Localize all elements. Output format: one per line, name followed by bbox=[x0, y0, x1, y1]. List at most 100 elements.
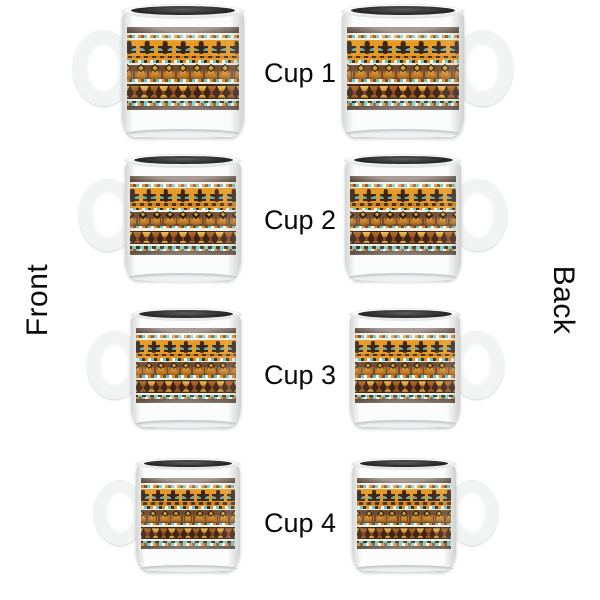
pattern-band bbox=[127, 84, 239, 99]
mug-base bbox=[356, 565, 453, 572]
mug-back-view[interactable] bbox=[341, 4, 520, 138]
drum-motif bbox=[456, 85, 459, 98]
pattern-band bbox=[130, 251, 236, 255]
figure-motif bbox=[382, 64, 396, 79]
drum-motif bbox=[232, 528, 235, 539]
drum-motif bbox=[444, 232, 453, 244]
mask-motif bbox=[210, 340, 226, 354]
mask-motif bbox=[130, 188, 141, 203]
figure-motif bbox=[136, 361, 142, 375]
figure-motif bbox=[203, 211, 216, 226]
drum-motif bbox=[206, 232, 215, 244]
drum-motif bbox=[200, 528, 208, 539]
figure-motif bbox=[137, 211, 150, 226]
mug-body bbox=[342, 10, 464, 137]
mask-motif bbox=[412, 40, 430, 56]
mask-motif bbox=[225, 188, 236, 203]
mug-base bbox=[346, 129, 459, 138]
mask-motif bbox=[442, 489, 451, 502]
figure-motif bbox=[206, 509, 217, 523]
mug-front-view[interactable] bbox=[88, 458, 241, 572]
drum-motif bbox=[184, 528, 192, 539]
mug-body bbox=[352, 463, 456, 571]
drum-motif bbox=[168, 528, 176, 539]
figure-motif bbox=[387, 361, 398, 375]
figure-motif bbox=[355, 64, 368, 79]
mug-interior bbox=[131, 6, 235, 15]
mask-motif bbox=[378, 188, 395, 203]
mask-motif bbox=[358, 40, 376, 56]
mug-row: Cup 4 bbox=[0, 455, 600, 581]
drum-motif bbox=[409, 381, 418, 392]
mug-row: Cup 1 bbox=[0, 2, 600, 150]
mug-body bbox=[125, 160, 241, 280]
mug-back-view[interactable] bbox=[344, 154, 514, 282]
figure-motif bbox=[370, 211, 383, 226]
figure-motif bbox=[398, 509, 410, 523]
figure-motif bbox=[410, 211, 422, 226]
figure-motif bbox=[182, 509, 194, 523]
figure-motif bbox=[449, 211, 456, 226]
mug-interior bbox=[144, 460, 232, 467]
mask-motif bbox=[162, 340, 178, 354]
figure-motif bbox=[412, 361, 423, 375]
pattern-band bbox=[136, 361, 236, 376]
figure-motif bbox=[375, 509, 386, 523]
drum-motif bbox=[446, 85, 456, 98]
drum-motif bbox=[392, 381, 401, 392]
mug-base bbox=[126, 129, 239, 138]
figure-motif bbox=[399, 361, 411, 375]
figure-motif bbox=[452, 64, 459, 79]
mug-front-view[interactable] bbox=[80, 308, 242, 428]
drum-motif bbox=[236, 85, 239, 98]
pattern-wrap bbox=[357, 478, 451, 549]
mug-back-view[interactable] bbox=[351, 458, 504, 572]
drum-motif bbox=[375, 381, 384, 392]
mug-body bbox=[131, 313, 241, 427]
mask-motif bbox=[347, 40, 358, 56]
drum-motif bbox=[416, 232, 426, 244]
figure-motif bbox=[396, 64, 410, 79]
figure-motif bbox=[436, 211, 449, 226]
pattern-band bbox=[355, 399, 455, 403]
mask-motif bbox=[430, 40, 448, 56]
mask-motif bbox=[194, 340, 210, 354]
figure-motif bbox=[424, 361, 436, 375]
drum-motif bbox=[350, 85, 360, 98]
pattern-band bbox=[350, 211, 456, 226]
mug-body bbox=[136, 463, 240, 571]
figure-motif bbox=[217, 361, 229, 375]
drum-motif bbox=[188, 85, 198, 98]
figure-motif bbox=[150, 211, 163, 226]
figure-motif bbox=[147, 509, 159, 523]
drum-motif bbox=[216, 381, 225, 392]
pattern-wrap bbox=[127, 27, 239, 110]
figure-motif bbox=[176, 64, 190, 79]
drum-motif bbox=[224, 232, 233, 244]
mug-front-view[interactable] bbox=[66, 4, 245, 138]
mug-interior bbox=[134, 156, 233, 164]
drum-motif bbox=[207, 85, 217, 98]
pattern-band bbox=[355, 339, 455, 354]
figure-motif bbox=[355, 361, 361, 375]
figure-motif bbox=[423, 211, 436, 226]
drum-motif bbox=[359, 528, 368, 539]
mask-motif bbox=[165, 489, 180, 502]
drum-motif bbox=[398, 232, 408, 244]
mask-motif bbox=[192, 40, 210, 56]
figure-motif bbox=[410, 64, 423, 79]
mug-base bbox=[354, 420, 456, 428]
drum-motif bbox=[380, 232, 389, 244]
figure-motif bbox=[445, 509, 451, 523]
mug-back-view[interactable] bbox=[349, 308, 511, 428]
mug-base bbox=[129, 273, 237, 282]
pattern-wrap bbox=[136, 328, 236, 403]
pattern-band bbox=[350, 251, 456, 255]
mask-motif bbox=[365, 340, 381, 354]
pattern-band bbox=[141, 509, 235, 523]
pattern-band bbox=[357, 488, 451, 503]
mug-front-view[interactable] bbox=[72, 154, 242, 282]
figure-motif bbox=[433, 509, 445, 523]
mug-interior bbox=[360, 460, 448, 467]
figure-motif bbox=[357, 211, 370, 226]
